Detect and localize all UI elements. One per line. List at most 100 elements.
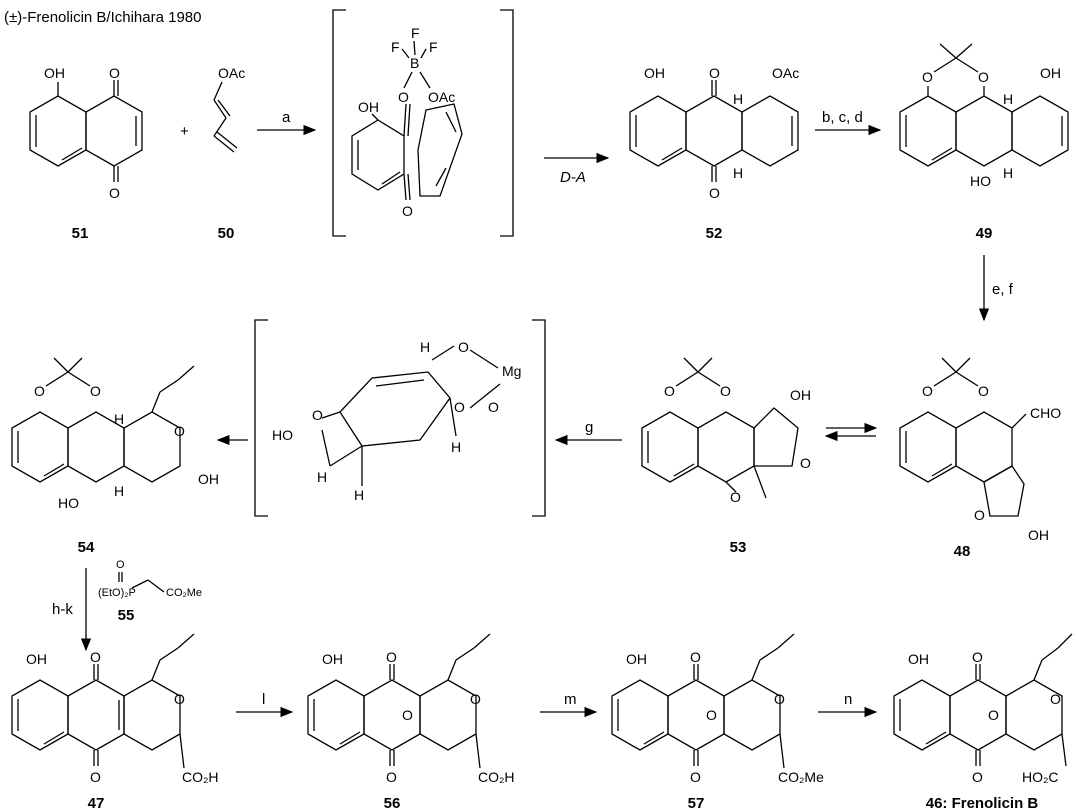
svg-text:O: O (402, 203, 413, 219)
scheme-title: (±)-Frenolicin B/Ichihara 1980 (4, 9, 201, 26)
svg-text:CHO: CHO (1030, 405, 1061, 421)
svg-text:O: O (709, 65, 720, 81)
svg-text:O: O (664, 383, 675, 399)
svg-text:O: O (690, 649, 701, 665)
structure-48: O O CHO O OH (899, 357, 1061, 543)
structure-46: O OH O O O HO₂C (893, 633, 1073, 785)
svg-text:HO₂C: HO₂C (1022, 769, 1059, 785)
svg-text:CO₂Me: CO₂Me (166, 587, 202, 599)
svg-text:O: O (402, 707, 413, 723)
svg-text:HO: HO (970, 173, 991, 189)
svg-text:H: H (114, 411, 124, 427)
svg-text:O: O (972, 649, 983, 665)
compound-label-48: 48 (954, 543, 971, 560)
svg-text:OH: OH (1040, 65, 1061, 81)
svg-text:O: O (720, 383, 731, 399)
compound-label-52: 52 (706, 225, 723, 242)
plus-sign: + (180, 123, 189, 140)
condition-g: g (585, 419, 593, 436)
svg-text:O: O (109, 185, 120, 201)
svg-text:O: O (690, 769, 701, 785)
condition-a: a (282, 109, 291, 126)
structure-56: O OH O O O CO₂H (307, 633, 515, 785)
svg-text:OH: OH (626, 651, 647, 667)
svg-text:O: O (174, 691, 185, 707)
compound-label-53: 53 (730, 539, 747, 556)
svg-text:O: O (386, 649, 397, 665)
reagent-55-structure: O (EtO)₂P CO₂Me (98, 559, 202, 599)
condition-l: l (262, 691, 265, 708)
svg-text:H: H (1003, 91, 1013, 107)
svg-text:OH: OH (26, 651, 47, 667)
svg-text:O: O (34, 383, 45, 399)
svg-text:OAc: OAc (772, 65, 799, 81)
svg-text:H: H (317, 469, 327, 485)
svg-text:O: O (922, 383, 933, 399)
structure-50: OAc (213, 65, 245, 153)
svg-text:H: H (733, 165, 743, 181)
svg-text:OH: OH (790, 387, 811, 403)
condition-n: n (844, 691, 852, 708)
svg-text:O: O (972, 769, 983, 785)
structure-49: O O OH HO H H (899, 43, 1069, 189)
condition-hk: h-k (52, 601, 73, 618)
compound-label-57: 57 (688, 795, 705, 812)
compound-label-49: 49 (976, 225, 993, 242)
svg-text:O: O (458, 339, 469, 355)
svg-text:H: H (451, 439, 461, 455)
svg-text:O: O (978, 383, 989, 399)
svg-text:O: O (978, 69, 989, 85)
svg-text:(EtO)₂P: (EtO)₂P (98, 587, 136, 599)
svg-text:O: O (90, 769, 101, 785)
compound-label-51: 51 (72, 225, 89, 242)
svg-text:F: F (429, 39, 438, 55)
svg-text:O: O (730, 489, 741, 505)
svg-text:O: O (706, 707, 717, 723)
compound-label-50: 50 (218, 225, 235, 242)
structure-52: OH O O OAc H H (629, 65, 799, 201)
svg-text:CO₂H: CO₂H (182, 769, 219, 785)
svg-text:O: O (454, 399, 465, 415)
svg-text:OAc: OAc (428, 89, 455, 105)
structure-51: OH O O (29, 65, 143, 201)
svg-text:O: O (488, 399, 499, 415)
mg-chelate-intermediate: HO O H H H O Mg O O H (254, 319, 546, 517)
svg-text:H: H (1003, 165, 1013, 181)
svg-text:O: O (470, 691, 481, 707)
svg-text:O: O (709, 185, 720, 201)
svg-text:HO: HO (58, 495, 79, 511)
compound-label-54: 54 (78, 539, 95, 556)
svg-text:F: F (411, 25, 420, 41)
svg-text:O: O (398, 89, 409, 105)
svg-text:OH: OH (358, 99, 379, 115)
structure-54: O O O OH HO H H (11, 357, 219, 511)
svg-text:OH: OH (644, 65, 665, 81)
compound-label-46: 46: Frenolicin B (926, 795, 1039, 812)
svg-text:OH: OH (1028, 527, 1049, 543)
svg-text:O: O (312, 407, 323, 423)
svg-text:F: F (391, 39, 400, 55)
svg-text:Mg: Mg (502, 363, 521, 379)
svg-text:H: H (114, 483, 124, 499)
svg-text:H: H (420, 339, 430, 355)
svg-text:OH: OH (198, 471, 219, 487)
condition-m: m (564, 691, 577, 708)
svg-text:O: O (386, 769, 397, 785)
svg-text:CO₂Me: CO₂Me (778, 769, 824, 785)
condition-bcd: b, c, d (822, 109, 863, 126)
structure-57: O OH O O O CO₂Me (611, 633, 824, 785)
svg-text:H: H (733, 91, 743, 107)
svg-text:O: O (109, 65, 120, 81)
svg-text:OH: OH (322, 651, 343, 667)
structure-53: O O OH O O (641, 357, 811, 505)
svg-text:O: O (174, 423, 185, 439)
compound-label-47: 47 (88, 795, 105, 812)
svg-text:O: O (774, 691, 785, 707)
svg-text:O: O (974, 507, 985, 523)
svg-text:H: H (354, 487, 364, 503)
svg-text:B: B (410, 55, 419, 71)
condition-ef: e, f (992, 281, 1014, 298)
compound-label-55: 55 (118, 607, 135, 624)
svg-text:OH: OH (908, 651, 929, 667)
